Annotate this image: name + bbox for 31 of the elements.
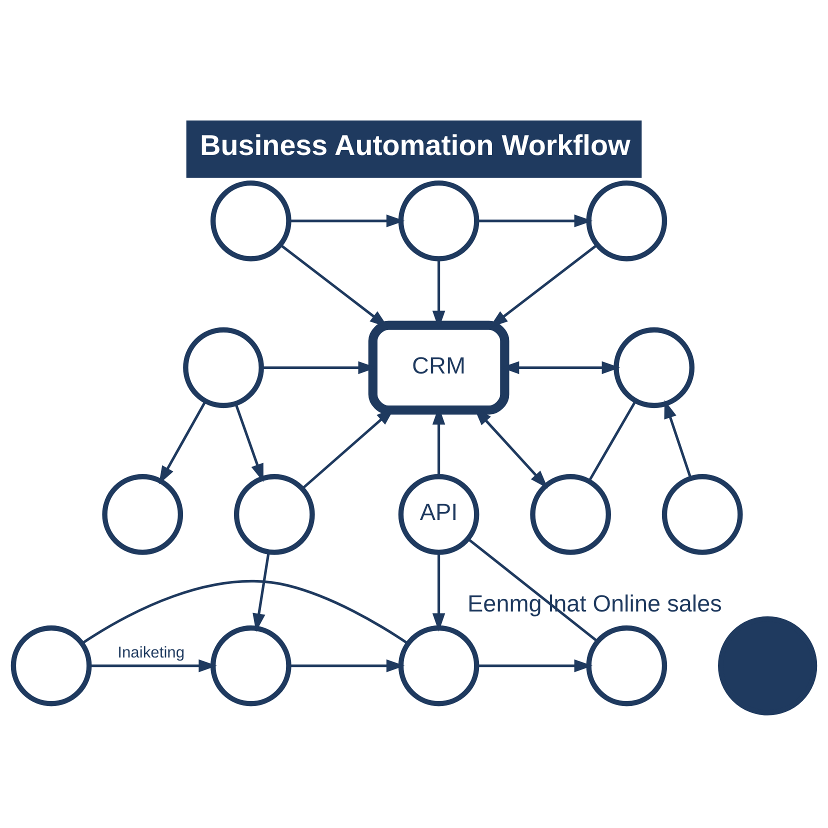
arrow [664,400,692,478]
node-circle [234,474,315,555]
node-box: CRM [368,320,510,415]
node-circle [398,180,480,262]
node-circle [210,625,292,706]
node-circle [530,474,612,555]
arrow [476,214,593,228]
connector [588,400,637,482]
node-circle [662,474,743,555]
arrow [252,552,270,632]
arrow [432,552,446,632]
node-circle [586,180,668,262]
arrow [289,214,405,228]
node-circle [398,625,480,706]
diagram-title: Business Automation Workflow [200,130,630,162]
node-circle [614,327,695,408]
arrow [158,400,206,484]
connector [82,580,408,644]
node-circle: API [398,474,480,555]
arrow [289,659,405,672]
edge-label: Inaiketing [118,644,185,662]
node-circle [718,616,818,716]
arrow [89,659,217,672]
connector [467,538,598,642]
node-circle [210,180,292,262]
arrow [476,659,593,672]
arrow [234,403,264,482]
node-circle [102,474,184,555]
node-circle [586,625,668,706]
node-circle [10,625,92,706]
node-circle [183,327,264,408]
